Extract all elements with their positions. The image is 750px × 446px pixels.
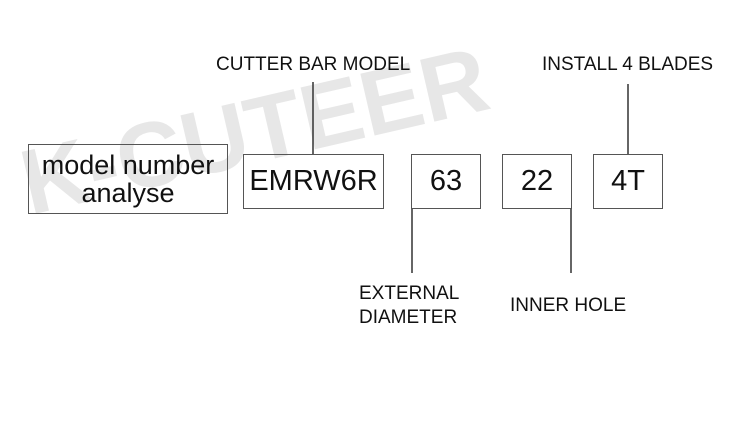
segment-box-blade-count: 4T (593, 154, 663, 209)
segment-value-model: EMRW6R (249, 165, 378, 197)
label-external-line-2: DIAMETER (359, 307, 458, 328)
label-cutter-bar-model: CUTTER BAR MODEL (216, 54, 411, 75)
segment-value-external-diameter: 63 (429, 165, 463, 197)
model-number-analyse-box: model number analyse (28, 144, 228, 214)
segment-box-external-diameter: 63 (411, 154, 481, 209)
segment-box-inner-hole: 22 (502, 154, 572, 209)
title-line-1: model number (41, 150, 215, 180)
segment-value-inner-hole: 22 (520, 165, 554, 197)
title-line-2: analyse (81, 178, 175, 208)
label-external-diameter: EXTERNAL DIAMETER (359, 282, 459, 330)
label-install-blades: INSTALL 4 BLADES (542, 54, 714, 75)
segment-value-blade-count: 4T (611, 165, 645, 197)
segment-box-cutter-bar-model: EMRW6R (243, 154, 384, 209)
label-inner-hole: INNER HOLE (510, 295, 627, 316)
label-external-line-1: EXTERNAL (359, 283, 460, 304)
